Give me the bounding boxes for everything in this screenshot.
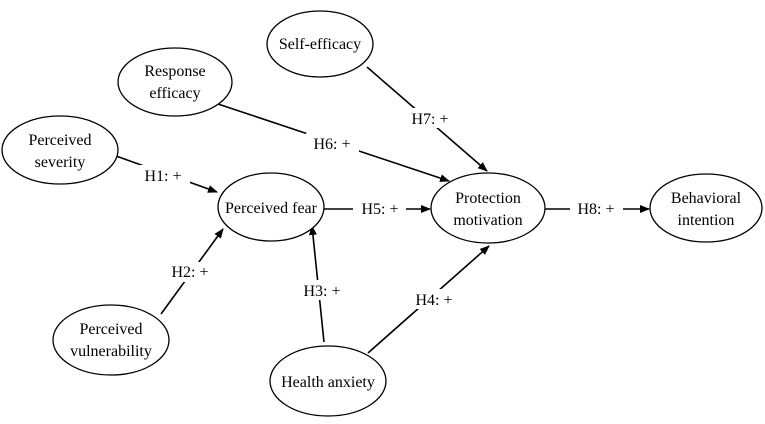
node-health-anxiety: Health anxiety <box>269 345 387 417</box>
edge-h4: H4: + <box>367 245 490 354</box>
edge-h7: H7: + <box>366 66 488 172</box>
node-self-efficacy: Self-efficacy <box>266 10 374 78</box>
node-label-behavioral-intention-line1: Behavioral <box>671 190 742 207</box>
edge-h2: H2: + <box>160 228 224 315</box>
edge-label-h5: H5: + <box>361 201 398 218</box>
node-label-behavioral-intention-line2: intention <box>678 212 735 229</box>
node-label-perceived-severity-line2: severity <box>35 154 86 171</box>
edge-label-h1: H1: + <box>144 168 181 185</box>
node-behavioral-intention: Behavioral intention <box>649 173 763 243</box>
edge-label-h8: H8: + <box>577 201 614 218</box>
edge-h5: H5: + <box>323 199 431 219</box>
node-label-perceived-vulnerability-line1: Perceived <box>79 321 142 338</box>
node-label-self-efficacy: Self-efficacy <box>279 36 361 53</box>
node-label-perceived-fear: Perceived fear <box>225 200 318 217</box>
edge-label-h6: H6: + <box>313 136 350 153</box>
node-label-protection-motivation-line2: motivation <box>453 212 522 229</box>
node-label-response-efficacy-line1: Response <box>144 63 205 80</box>
edge-h1: H1: + <box>115 155 218 193</box>
edge-h3: H3: + <box>296 225 348 343</box>
edge-h8: H8: + <box>543 199 650 219</box>
node-perceived-fear: Perceived fear <box>217 172 325 242</box>
edge-h6: H6: + <box>217 103 450 182</box>
edge-label-h2: H2: + <box>171 264 208 281</box>
node-label-health-anxiety: Health anxiety <box>281 374 375 391</box>
node-label-protection-motivation-line1: Protection <box>455 190 521 207</box>
node-response-efficacy: Response efficacy <box>117 47 233 117</box>
node-label-response-efficacy-line2: efficacy <box>149 85 200 102</box>
node-perceived-vulnerability: Perceived vulnerability <box>52 304 170 376</box>
edge-label-h3: H3: + <box>303 283 340 300</box>
node-perceived-severity: Perceived severity <box>1 115 119 185</box>
node-label-perceived-severity-line1: Perceived <box>28 132 91 149</box>
edge-label-h4: H4: + <box>415 292 452 309</box>
node-label-perceived-vulnerability-line2: vulnerability <box>70 343 152 360</box>
node-protection-motivation: Protection motivation <box>430 172 546 244</box>
edge-label-h7: H7: + <box>411 111 448 128</box>
